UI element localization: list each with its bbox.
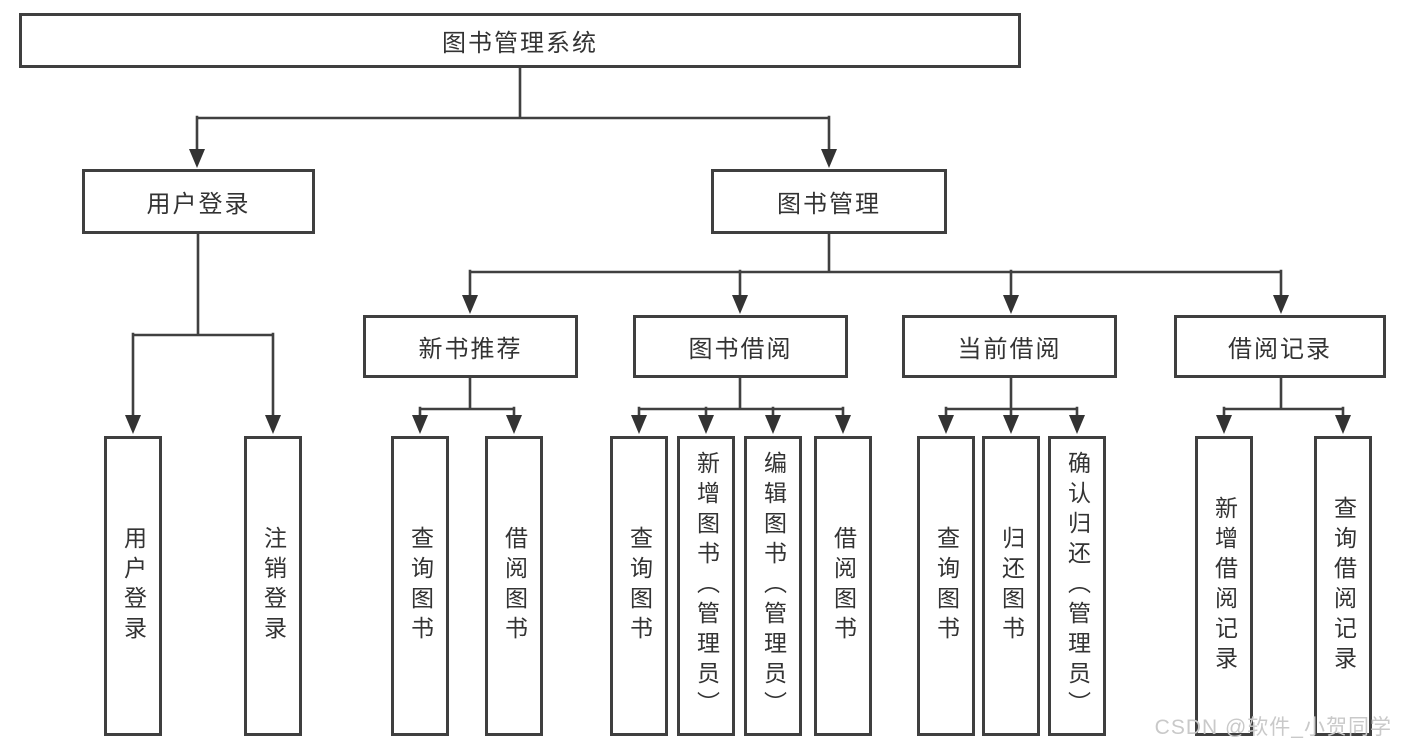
node-borrow-records-label: 借阅记录 [1228,336,1332,363]
leaf-edit-book-admin: 编辑图书（管理员） [744,436,802,736]
connector-group [131,66,1345,418]
arrow-icon [821,149,837,168]
arrow-icon [189,149,205,168]
arrow-icon [1216,415,1232,434]
arrow-icon [938,415,954,434]
watermark: CSDN @软件_小贺同学 [1154,716,1392,739]
node-new-book-recommend: 新书推荐 [363,315,578,378]
node-user-login-label: 用户登录 [146,191,251,218]
leaf-add-borrow-record-label: 新增借阅记录 [1211,496,1238,676]
arrow-icon [412,415,428,434]
arrow-icon [732,295,748,314]
node-user-login: 用户登录 [82,169,315,234]
arrow-icon [265,415,281,434]
leaf-add-book-admin: 新增图书（管理员） [677,436,735,736]
arrow-icon [698,415,714,434]
leaf-logout: 注销登录 [244,436,302,736]
node-current-borrow: 当前借阅 [902,315,1117,378]
node-current-borrow-label: 当前借阅 [957,336,1062,363]
node-book-management-label: 图书管理 [777,191,881,218]
leaf-query-books-1: 查询图书 [391,436,449,736]
arrowheads [125,149,1351,434]
leaf-user-login-label: 用户登录 [120,526,147,646]
leaf-query-books-2-label: 查询图书 [626,526,653,646]
connector-root [195,66,831,152]
arrow-icon [1003,415,1019,434]
leaf-add-book-admin-label: 新增图书（管理员） [693,451,720,721]
node-borrow-records: 借阅记录 [1174,315,1386,378]
leaf-query-books-2: 查询图书 [610,436,668,736]
leaf-confirm-return-admin-label: 确认归还（管理员） [1064,451,1091,721]
arrow-icon [765,415,781,434]
node-new-book-recommend-label: 新书推荐 [418,336,523,363]
arrow-icon [125,415,141,434]
leaf-borrow-books-2-label: 借阅图书 [830,526,857,646]
arrow-icon [1335,415,1351,434]
connector-user-login [131,232,275,418]
leaf-user-login: 用户登录 [104,436,162,736]
arrow-icon [1273,295,1289,314]
arrow-icon [1003,295,1019,314]
connector-book-management [468,232,1283,298]
connector-book-borrow [637,376,845,418]
arrow-icon [1069,415,1085,434]
leaf-query-books-3: 查询图书 [917,436,975,736]
arrow-icon [506,415,522,434]
leaf-logout-label: 注销登录 [260,526,287,646]
leaf-query-borrow-record-label: 查询借阅记录 [1330,496,1357,676]
connector-current-borrow [944,376,1079,418]
leaf-borrow-books-1-label: 借阅图书 [501,526,528,646]
leaf-confirm-return-admin: 确认归还（管理员） [1048,436,1106,736]
arrow-icon [631,415,647,434]
root-node-label: 图书管理系统 [442,30,598,57]
connector-new-book [418,376,516,418]
leaf-borrow-books-2: 借阅图书 [814,436,872,736]
leaf-query-books-1-label: 查询图书 [407,526,434,646]
arrow-icon [835,415,851,434]
node-book-borrow-label: 图书借阅 [688,336,793,363]
root-node: 图书管理系统 [19,13,1021,68]
connector-borrow-records [1222,376,1345,418]
arrow-icon [462,295,478,314]
leaf-edit-book-admin-label: 编辑图书（管理员） [760,451,787,721]
leaf-add-borrow-record: 新增借阅记录 [1195,436,1253,736]
leaf-query-borrow-record: 查询借阅记录 [1314,436,1372,736]
leaf-return-book: 归还图书 [982,436,1040,736]
leaf-return-book-label: 归还图书 [998,526,1025,646]
node-book-borrow: 图书借阅 [633,315,848,378]
leaf-borrow-books-1: 借阅图书 [485,436,543,736]
node-book-management: 图书管理 [711,169,947,234]
leaf-query-books-3-label: 查询图书 [933,526,960,646]
